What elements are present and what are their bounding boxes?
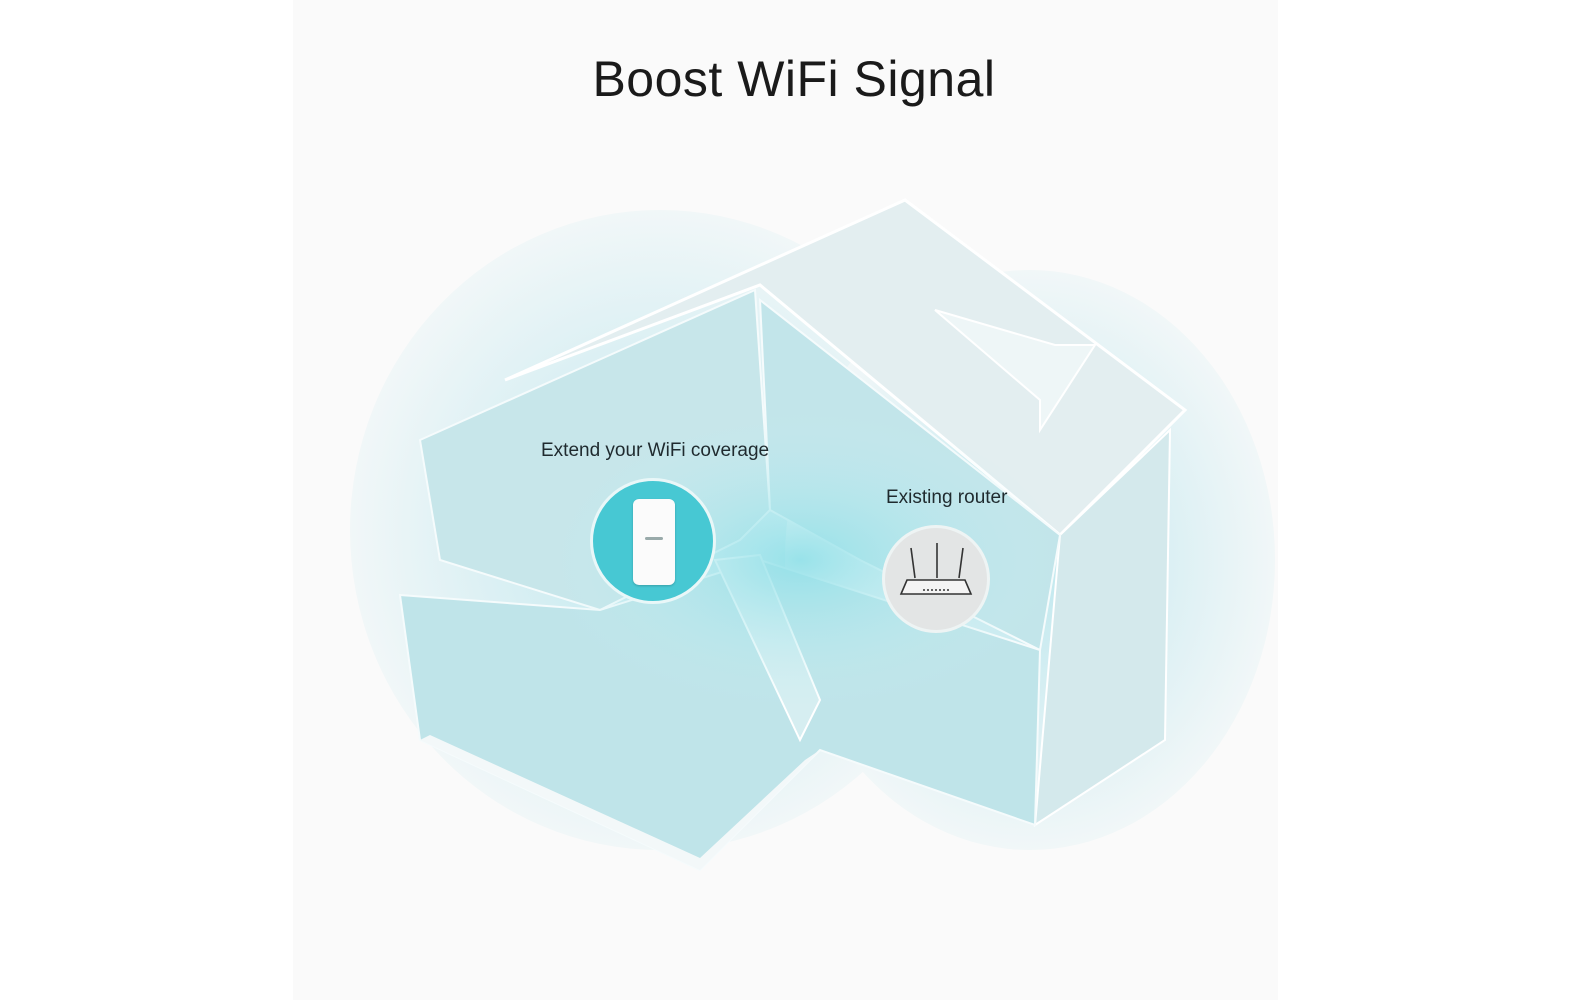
range-extender-icon [633, 499, 675, 585]
right-wall [1033, 427, 1172, 827]
extender-label: Extend your WiFi coverage [541, 440, 770, 461]
brand-logo [645, 537, 663, 540]
router-icon [899, 543, 973, 595]
page-title: Boost WiFi Signal [592, 51, 996, 107]
roof [504, 198, 1188, 538]
range-extender-badge [590, 478, 716, 604]
router-label: Existing router [886, 487, 1008, 508]
router-badge [882, 525, 990, 633]
dormer [934, 309, 1097, 434]
